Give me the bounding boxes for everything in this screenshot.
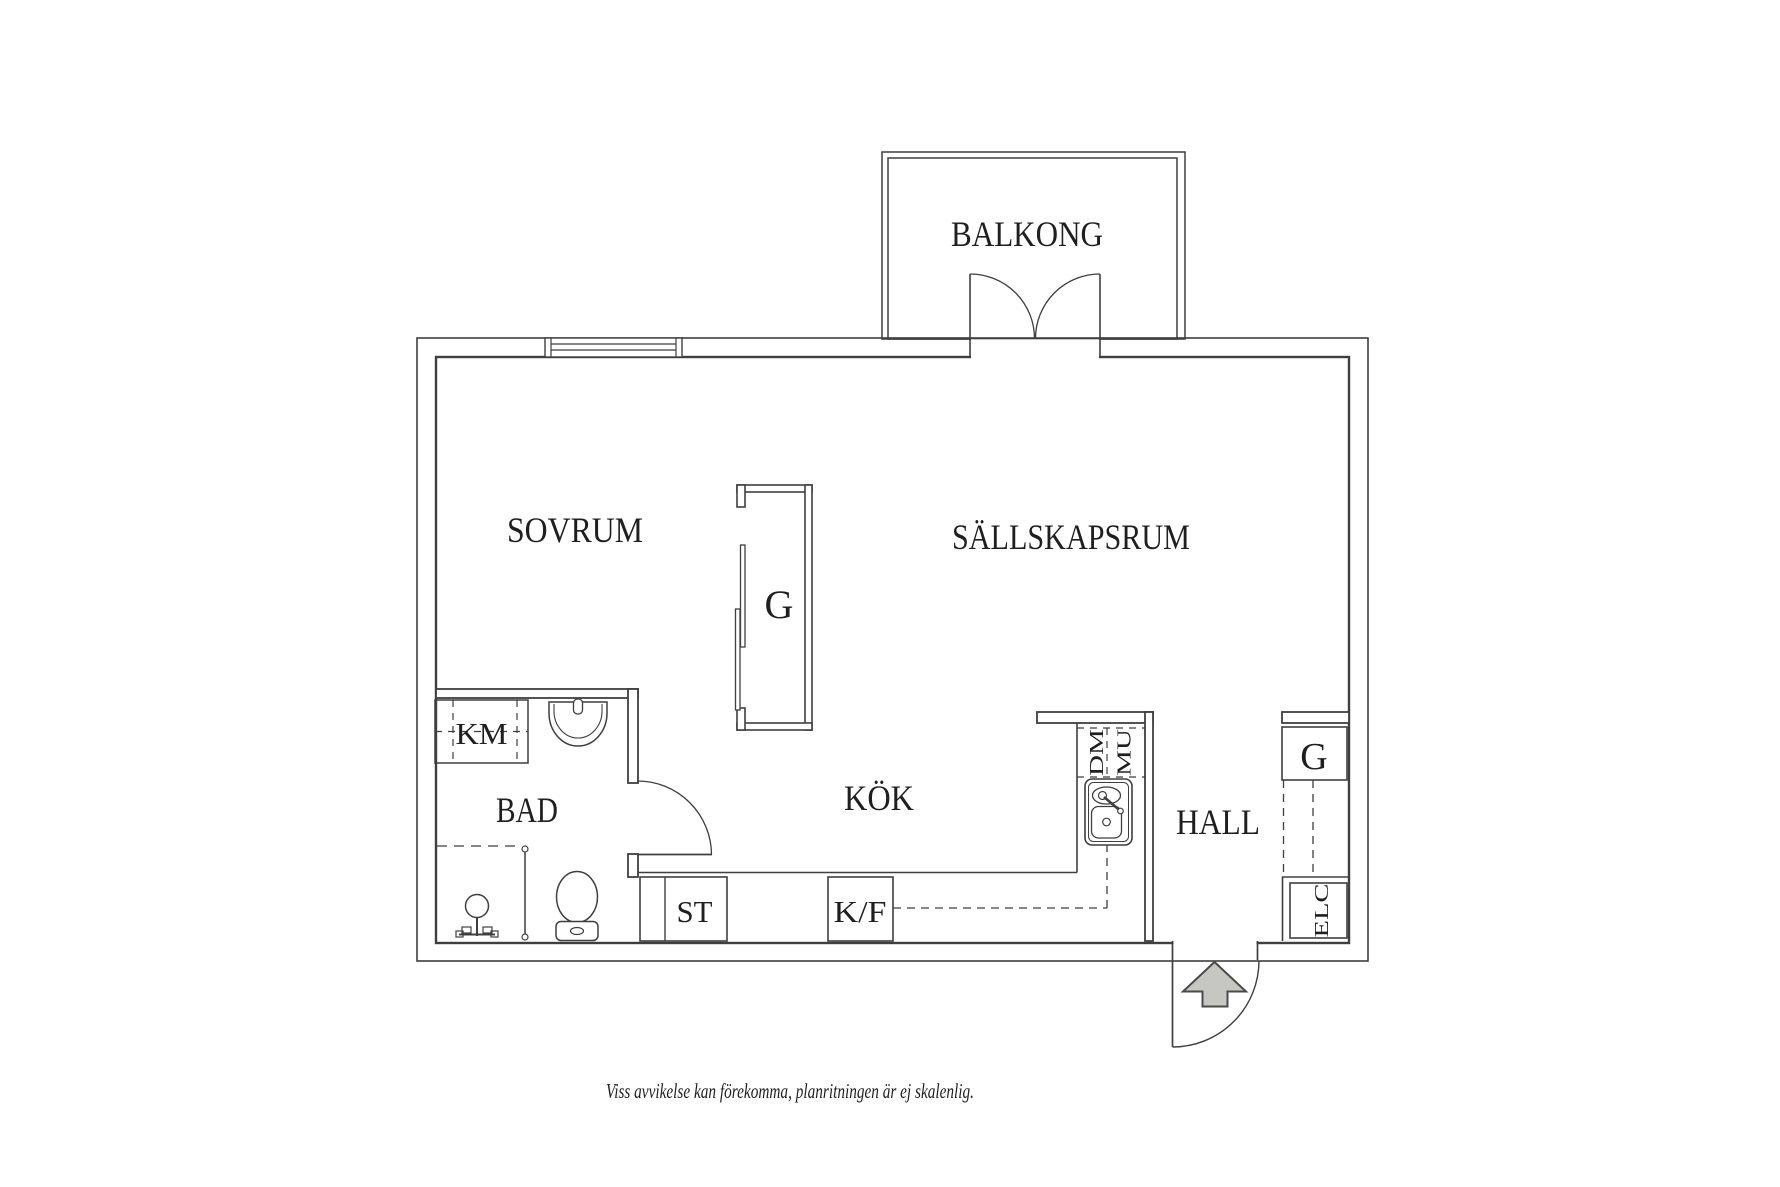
washbasin: [548, 698, 608, 747]
fridge-freezer-label: K/F: [834, 894, 887, 929]
wardrobe-bottom-stub: [736, 707, 746, 731]
living-room-label: SÄLLSKAPSRUM: [952, 517, 1190, 557]
balcony-door-right-swing-arc: [1034, 273, 1101, 339]
electrical-cabinet-label: ELC: [1311, 884, 1333, 938]
bathroom-door-stub-wall: [627, 853, 639, 878]
dishwasher-label: DM: [1086, 729, 1108, 776]
room-labels: BALKONG SOVRUM SÄLLSKAPSRUM BAD KÖK HALL…: [456, 214, 1334, 1103]
kitchen-label: KÖK: [844, 778, 914, 818]
wardrobe-sliding-door-panel: [734, 608, 741, 711]
shower-foot-right: [490, 930, 499, 938]
balcony-door-opening: [971, 339, 1099, 359]
interior-walls: [435, 688, 1350, 942]
balcony-inner-wall: [887, 157, 1178, 340]
storage-closet-box: [639, 876, 728, 942]
disclaimer-caption: Viss avvikelse kan förekomma, planritnin…: [606, 1079, 974, 1103]
kitchen-top-wall: [1036, 711, 1154, 724]
micro-unit-label: MU: [1114, 728, 1136, 776]
shower-screen-post: [521, 845, 529, 853]
toilet-flush-button: [569, 926, 585, 936]
sink-top-basin: [1091, 786, 1122, 805]
wardrobe-sliding-door-panel: [739, 544, 746, 648]
shower-mixer: [455, 893, 499, 938]
washbasin-inner-rim: [553, 704, 603, 739]
bathroom-door: [637, 780, 713, 856]
kitchen-hall-wall: [1144, 711, 1154, 942]
toilet: [555, 870, 599, 942]
washing-machine-symbol: [434, 699, 529, 764]
sink-drain: [1097, 790, 1108, 801]
exterior-wall-inner-face: [434, 355, 1351, 945]
exterior-wall-outer-face: [416, 337, 1369, 962]
wardrobe-top-stub: [736, 484, 746, 508]
wardrobe-top-wall: [736, 484, 813, 493]
entrance-arrow-group: [1180, 960, 1249, 1008]
sink-drain: [1102, 817, 1111, 827]
washbasin-bowl: [548, 701, 608, 747]
shower-handle-left: [461, 926, 472, 934]
fridge-freezer-box: [827, 876, 894, 942]
sink-faucet-knob: [1117, 807, 1124, 815]
wardrobe-right-wall: [804, 484, 813, 731]
bedroom-window: [544, 337, 683, 358]
kitchen-counter: [638, 723, 1145, 942]
window-frame: [544, 337, 683, 358]
hall-closet-top-wall: [1281, 711, 1350, 724]
storage-closet-label: ST: [677, 894, 713, 929]
wardrobe-bottom-wall: [736, 722, 813, 731]
balcony-double-door: [969, 273, 1101, 358]
bathroom-top-wall: [435, 688, 639, 699]
shower-handle-right: [482, 926, 493, 934]
washbasin-faucet: [572, 698, 584, 715]
entrance-door-swing-arc: [1172, 960, 1260, 1048]
sink-bottom-basin: [1090, 805, 1123, 839]
kitchen-sink: [1084, 778, 1133, 846]
entrance-direction-arrow: [1180, 960, 1249, 1008]
bedroom-wardrobe-label: G: [765, 582, 794, 627]
hall-label: HALL: [1176, 802, 1260, 842]
entrance-door-opening: [1173, 941, 1257, 960]
shower-screen-post: [521, 933, 529, 941]
balcony-door-left-swing-arc: [969, 273, 1036, 339]
shower-foot-left: [455, 930, 464, 938]
balcony-label: BALKONG: [951, 214, 1103, 254]
shower-screen: [437, 845, 529, 941]
hall-closet-unit: [1281, 726, 1349, 941]
entrance-door: [1171, 941, 1260, 1048]
bathroom-label: BAD: [496, 790, 558, 830]
bedroom-wardrobe-unit: [734, 484, 813, 731]
sink-inner-rim: [1088, 782, 1129, 842]
electrical-cabinet-box: [1289, 882, 1348, 939]
plan-linework: [416, 151, 1369, 1048]
toilet-bowl: [555, 870, 599, 924]
washing-machine-label: KM: [456, 716, 508, 751]
sink-faucet-lever: [1103, 796, 1121, 812]
toilet-tank: [555, 920, 599, 942]
balcony-walls: [881, 151, 1186, 340]
hall-wardrobe-box: [1281, 726, 1348, 781]
bedroom-label: SOVRUM: [507, 510, 643, 550]
hall-wardrobe-label: G: [1300, 736, 1327, 778]
bathroom-door-swing-arc: [637, 780, 713, 855]
bathroom-right-wall: [627, 688, 639, 784]
